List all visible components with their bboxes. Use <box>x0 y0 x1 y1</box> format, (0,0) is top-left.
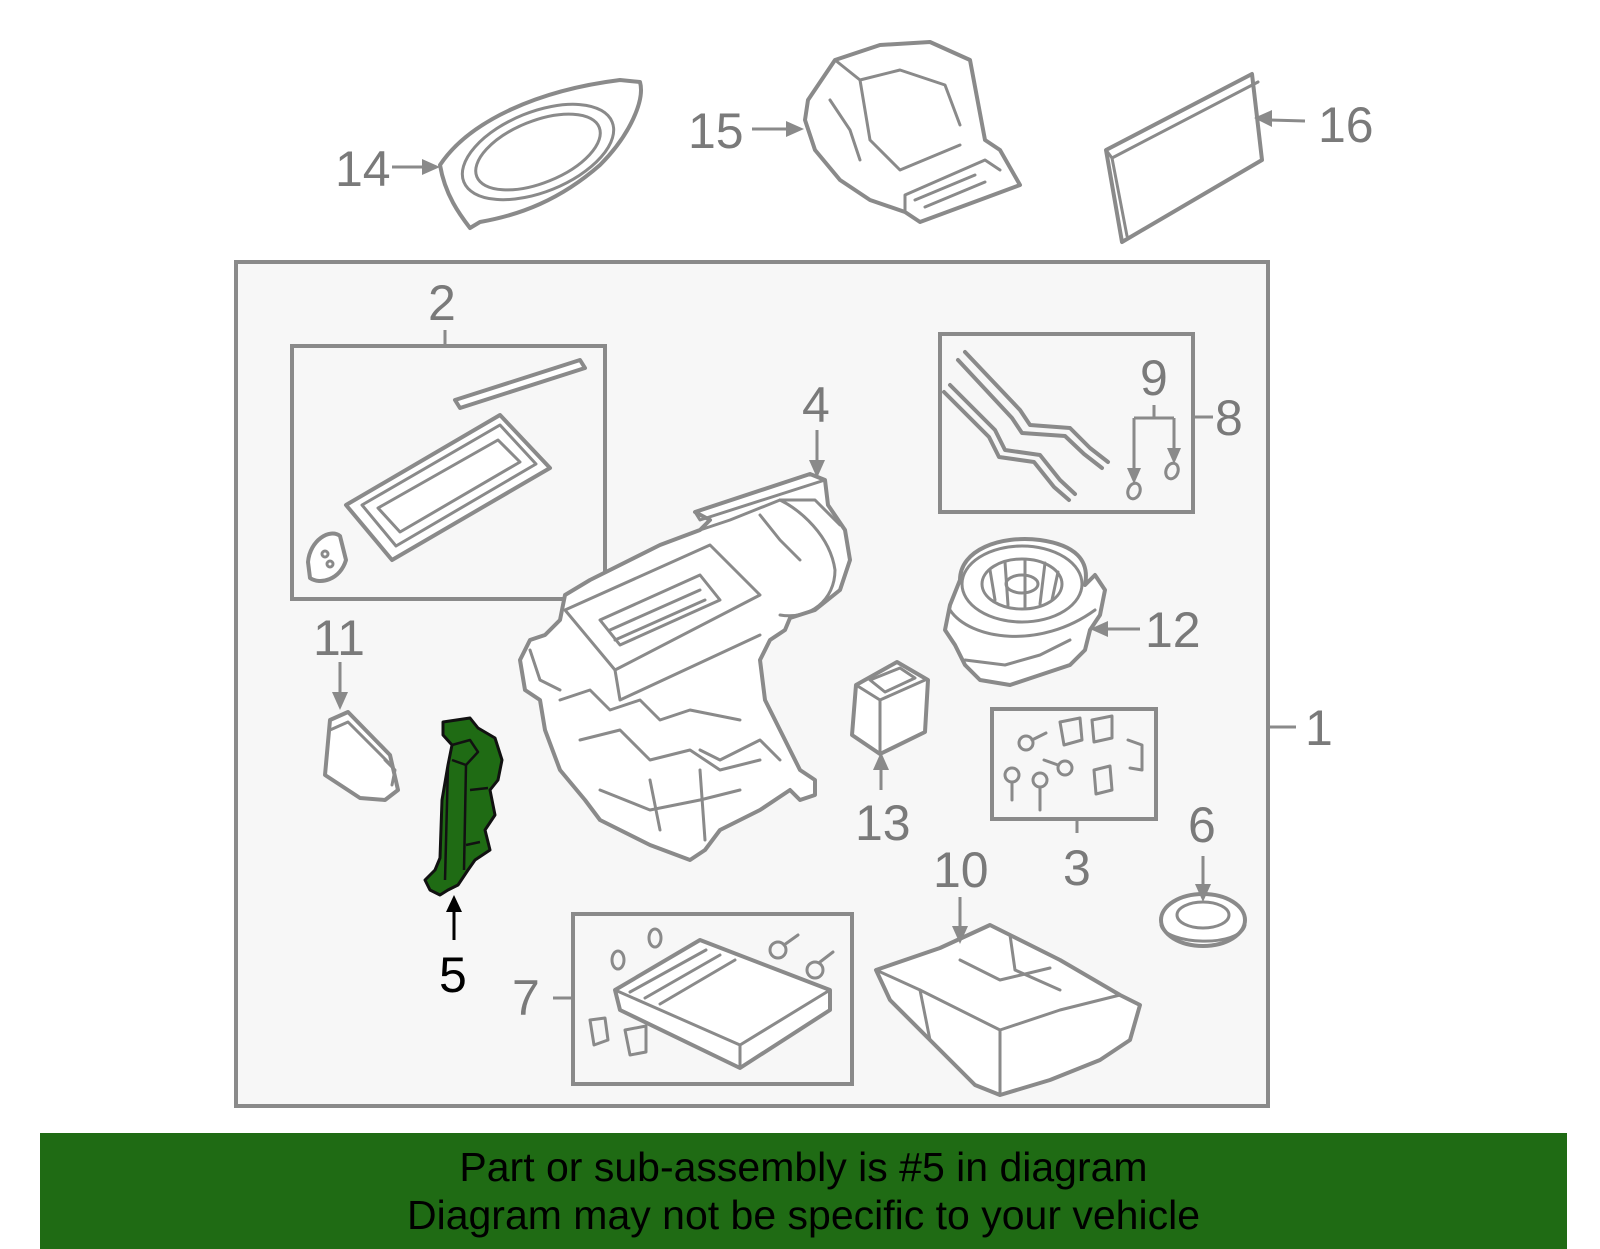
banner-line-disclaimer: Diagram may not be specific to your vehi… <box>406 1192 1200 1238</box>
callout-10: 10 <box>933 842 989 898</box>
part-15-duct-housing[interactable] <box>803 40 1022 224</box>
callout-11: 11 <box>313 610 365 666</box>
group-box-3 <box>990 707 1158 821</box>
part-7-evaporator[interactable] <box>588 927 835 1070</box>
callout-1: 1 <box>1305 700 1333 756</box>
part-12-blower-motor[interactable] <box>943 537 1107 687</box>
part-9-orings[interactable] <box>1126 405 1181 501</box>
callout-14: 14 <box>335 141 391 197</box>
part-14-bezel[interactable] <box>438 78 643 230</box>
part-11-actuator[interactable] <box>323 710 400 802</box>
group-box-2 <box>290 344 607 601</box>
part-2-doors[interactable] <box>306 358 587 583</box>
callout-8: 8 <box>1215 390 1243 446</box>
callout-16: 16 <box>1318 97 1374 153</box>
part-8-tubes[interactable] <box>942 350 1110 502</box>
callout-3: 3 <box>1063 840 1091 896</box>
callout-15: 15 <box>688 103 744 159</box>
callout-12: 12 <box>1145 602 1201 658</box>
group-box-8 <box>938 332 1195 514</box>
part-16-cabin-filter[interactable] <box>1104 72 1264 244</box>
banner-line-part-number: Part or sub-assembly is #5 in diagram <box>459 1144 1148 1190</box>
callout-5: 5 <box>439 947 467 1003</box>
part-3-fasteners[interactable] <box>1003 714 1144 812</box>
part-13-resistor[interactable] <box>850 660 930 756</box>
callout-6: 6 <box>1188 797 1216 853</box>
part-10-lower-tray[interactable] <box>874 923 1142 1097</box>
callout-13: 13 <box>855 795 911 851</box>
part-4-hvac-case[interactable] <box>518 472 852 862</box>
callout-4: 4 <box>802 377 830 433</box>
callout-7: 7 <box>512 970 540 1026</box>
callout-9: 9 <box>1140 350 1168 406</box>
part-5-bracket-highlighted[interactable] <box>423 716 504 897</box>
info-banner: Part or sub-assembly is #5 in diagram Di… <box>40 1133 1567 1249</box>
callout-2: 2 <box>428 275 456 331</box>
